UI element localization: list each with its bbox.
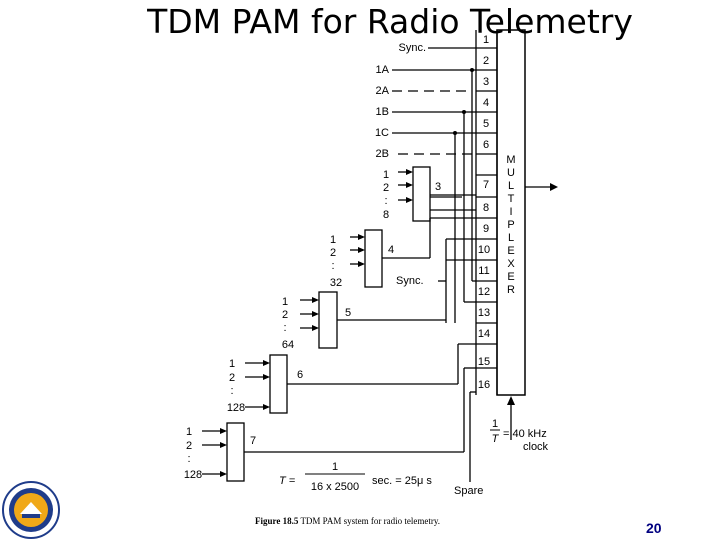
submux-4-input: 32: [330, 277, 342, 289]
input-1a-label: 1A: [376, 64, 390, 76]
submux-6: [245, 343, 476, 414]
clock-arrowhead: [507, 396, 515, 405]
figure-number: Figure 18.5: [255, 516, 299, 526]
submux-5: [300, 291, 446, 349]
submux-6-input: 1: [229, 358, 235, 370]
sync-input-label: Sync.: [398, 42, 426, 54]
input-lines: [392, 47, 476, 323]
submux-3: [398, 166, 476, 222]
svg-text:E: E: [507, 245, 514, 257]
channel-number: 10: [478, 244, 490, 256]
input-2b-label: 2B: [376, 148, 389, 160]
channel-number: 6: [483, 139, 489, 151]
svg-text:L: L: [508, 180, 514, 192]
university-logo: [2, 481, 60, 539]
submux-3-input: 8: [383, 209, 389, 221]
multiplexer-label: M U L T I P L E X E R: [506, 154, 515, 296]
svg-text:I: I: [509, 206, 512, 218]
submux-6-label: 6: [297, 369, 303, 381]
submux-4-input: 2: [330, 247, 336, 259]
svg-text:P: P: [507, 219, 514, 231]
page-number: 20: [646, 520, 662, 536]
svg-text:T: T: [508, 193, 515, 205]
submux-5-input: 2: [282, 309, 288, 321]
submux-7: [202, 367, 476, 482]
svg-text:L: L: [508, 232, 514, 244]
submux-7-label: 7: [250, 435, 256, 447]
formula-t: T =: [279, 475, 296, 487]
submux-5-input: 1: [282, 296, 288, 308]
channel-number: 2: [483, 55, 489, 67]
channel-number: 8: [483, 202, 489, 214]
formula-denominator: 16 x 2500: [311, 481, 359, 493]
submux-5-input: :: [283, 322, 286, 334]
inner-sync-label: Sync.: [396, 275, 424, 287]
channel-number: 11: [478, 265, 489, 277]
channel-dividers: [476, 47, 497, 369]
channel-number: 14: [478, 328, 490, 340]
submux-5-input: 64: [282, 339, 294, 351]
submux-3-input: 2: [383, 182, 389, 194]
channel-number: 5: [483, 118, 489, 130]
input-2a-label: 2A: [376, 85, 390, 97]
submux-3-input: 1: [383, 169, 389, 181]
slide-title: TDM PAM for Radio Telemetry: [147, 2, 633, 41]
submux-7-input: :: [187, 453, 190, 465]
svg-text:X: X: [507, 258, 515, 270]
submux-7-input: 1: [186, 426, 192, 438]
channel-number: 16: [478, 379, 490, 391]
submux-4-label: 4: [388, 244, 394, 256]
submux-6-input: 2: [229, 372, 235, 384]
spare-label: Spare: [454, 485, 483, 497]
channel-numbers: 1 2 3 4 5 6 7 8 9 10 11 12 13 14 15 16: [478, 34, 490, 391]
submux-6-input: 128: [227, 402, 245, 414]
channel-number: 3: [483, 76, 489, 88]
submux-7-input: 2: [186, 440, 192, 452]
submux-4-input: :: [331, 260, 334, 272]
submux-3-label: 3: [435, 181, 441, 193]
junction-dots: [453, 68, 474, 135]
svg-text:R: R: [507, 284, 515, 296]
channel-number: 1: [483, 34, 489, 46]
submux-3-input: :: [384, 195, 387, 207]
submux-6-input: :: [230, 385, 233, 397]
submux-4: [350, 217, 476, 323]
formula-result: sec. = 25μ s: [372, 475, 432, 487]
channel-number: 13: [478, 307, 490, 319]
input-1c-label: 1C: [375, 127, 389, 139]
channel-number: 15: [478, 356, 490, 368]
clock-word: clock: [523, 441, 549, 453]
clock-denominator: T: [492, 433, 500, 445]
clock-numerator: 1: [492, 418, 498, 430]
figure-caption: Figure 18.5 TDM PAM system for radio tel…: [255, 516, 440, 526]
submux-4-input: 1: [330, 234, 336, 246]
clock-value: = 40 kHz: [503, 428, 547, 440]
svg-text:U: U: [507, 167, 515, 179]
figure-caption-text: TDM PAM system for radio telemetry.: [300, 516, 441, 526]
channel-number: 9: [483, 223, 489, 235]
channel-number: 4: [483, 97, 489, 109]
submux-5-label: 5: [345, 307, 351, 319]
input-1b-label: 1B: [376, 106, 389, 118]
formula-numerator: 1: [332, 461, 338, 473]
output-arrowhead: [550, 183, 558, 191]
svg-text:E: E: [507, 271, 514, 283]
channel-number: 7: [483, 179, 489, 191]
channel-number: 12: [478, 286, 490, 298]
submux-7-input: 128: [184, 469, 202, 481]
svg-text:M: M: [506, 154, 515, 166]
